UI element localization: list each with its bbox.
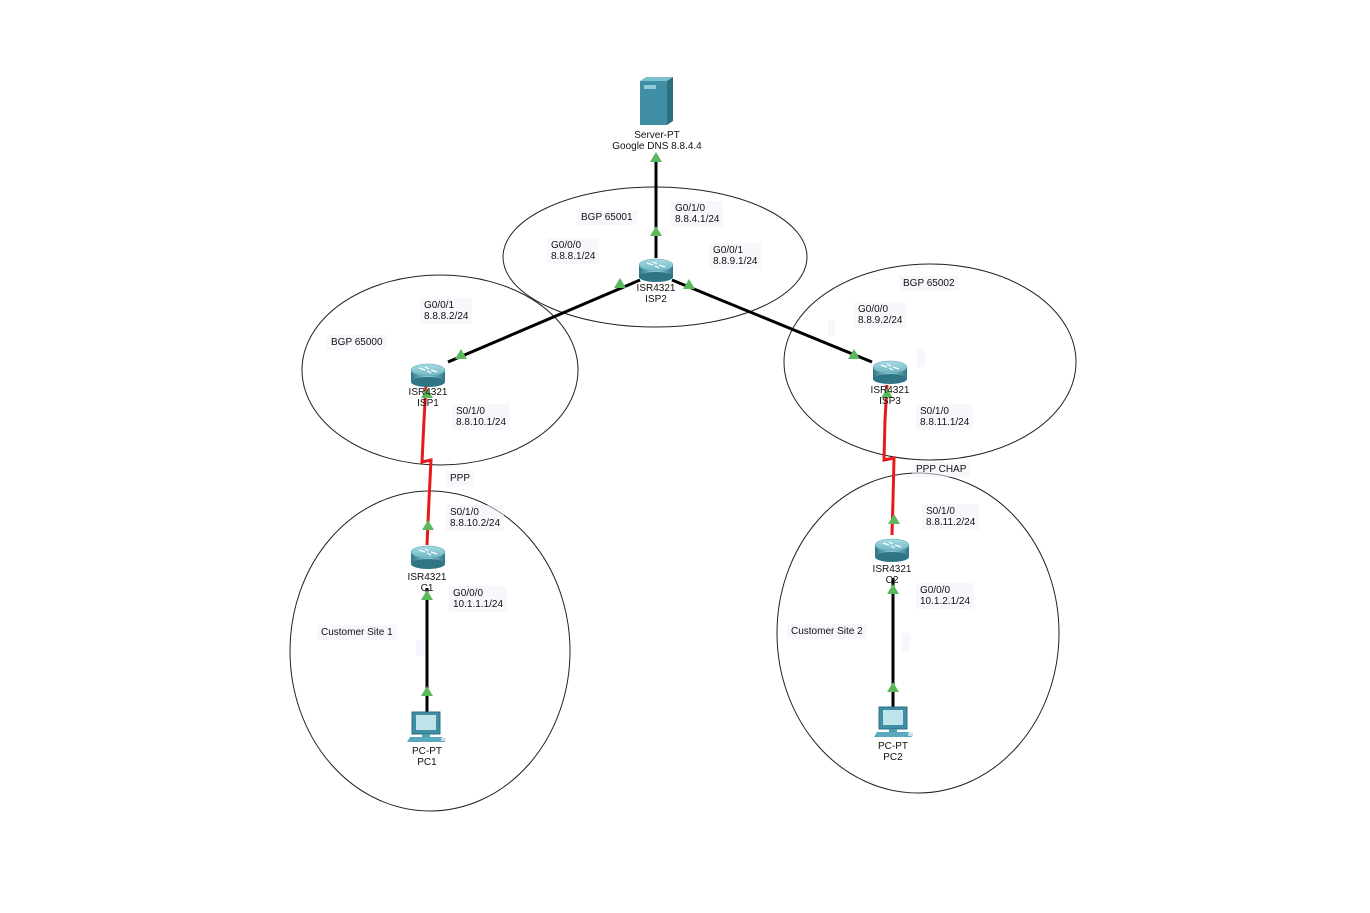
iface-ip: 8.8.8.2/24 [424, 311, 469, 322]
iface-port: S0/1/0 [926, 506, 955, 517]
zone-label-bgp65000: BGP 65000 [327, 335, 387, 350]
iface-port: G0/0/0 [551, 240, 582, 251]
device-label-pc2: PC-PT PC2 [878, 741, 908, 763]
iface-port: S0/1/0 [456, 406, 485, 417]
router-icon-isp1[interactable] [410, 363, 446, 388]
device-label-pc1: PC-PT PC1 [412, 746, 442, 768]
device-name: ISP1 [417, 398, 439, 409]
router-icon-c1[interactable] [410, 545, 446, 570]
iface-label-isp3-g000: G0/0/0 8.8.9.2/24 [854, 302, 907, 328]
device-name: C2 [885, 575, 899, 586]
iface-label-isp2-g010: G0/1/0 8.8.4.1/24 [671, 201, 724, 227]
iface-port: G0/1/0 [675, 203, 706, 214]
iface-ip: 8.8.9.2/24 [858, 315, 903, 326]
device-label-c2: ISR4321 C2 [873, 564, 912, 586]
link-up-indicator [614, 278, 626, 288]
empty-label-box [902, 633, 910, 651]
device-name: C1 [420, 583, 434, 594]
device-model: ISR4321 [407, 572, 447, 583]
device-model: PC-PT [412, 746, 442, 757]
device-name: Google DNS 8.8.4.4 [612, 141, 702, 152]
link-isp3-c2-serial[interactable] [882, 384, 896, 536]
link-isp2-isp1[interactable] [447, 278, 641, 364]
device-model: ISR4321 [408, 387, 448, 398]
iface-port: S0/1/0 [920, 406, 949, 417]
link-up-indicator [887, 682, 899, 692]
iface-ip: 8.8.11.1/24 [920, 417, 970, 428]
link-up-indicator [422, 520, 434, 530]
link-up-indicator [888, 514, 900, 524]
device-model: ISR4321 [872, 564, 912, 575]
empty-label-box [828, 320, 835, 336]
device-name: PC2 [883, 752, 903, 763]
iface-ip: 8.8.10.2/24 [450, 518, 501, 529]
device-label-isp2: ISR4321 ISP2 [637, 283, 676, 305]
device-model: ISR4321 [636, 283, 676, 294]
device-label-isp1: ISR4321 ISP1 [409, 387, 448, 409]
device-model: PC-PT [878, 741, 908, 752]
iface-port: G0/0/0 [920, 585, 951, 596]
device-name: PC1 [417, 757, 437, 768]
device-name: ISP3 [879, 396, 901, 407]
iface-label-c2-g000: G0/0/0 10.1.2.1/24 [916, 583, 975, 609]
device-model: ISR4321 [870, 385, 910, 396]
iface-label-isp2-g001: G0/0/1 8.8.9.1/24 [709, 243, 762, 269]
iface-ip: 8.8.9.1/24 [713, 256, 758, 267]
device-label-isp3: ISR4321 ISP3 [871, 385, 910, 407]
server-icon[interactable] [640, 77, 673, 125]
pc-icon-pc1[interactable] [406, 711, 447, 743]
iface-label-isp3-s010: S0/1/0 8.8.11.1/24 [916, 404, 974, 430]
zone-label-site1: Customer Site 1 [317, 625, 397, 640]
link-up-indicator [650, 152, 662, 162]
zone-label-bgp65002: BGP 65002 [899, 276, 959, 291]
iface-ip: 8.8.8.1/24 [551, 251, 596, 262]
link-label-ppp: PPP [446, 471, 475, 486]
zone-bgp65000-boundary [301, 274, 579, 466]
iface-label-isp1-g001: G0/0/1 8.8.8.2/24 [420, 298, 473, 324]
iface-label-c1-g000: G0/0/0 10.1.1.1/24 [449, 586, 508, 612]
router-icon-isp2[interactable] [638, 258, 674, 283]
empty-label-box [917, 349, 925, 367]
device-model: Server-PT [634, 130, 680, 141]
iface-ip: 8.8.11.2/24 [926, 517, 976, 528]
iface-ip: 10.1.1.1/24 [453, 599, 504, 610]
device-label-server: Server-PT Google DNS 8.8.4.4 [612, 130, 702, 152]
zone-label-site2: Customer Site 2 [787, 624, 867, 639]
iface-ip: 10.1.2.1/24 [920, 596, 971, 607]
device-name: ISP2 [645, 294, 667, 305]
empty-label-box [416, 640, 425, 656]
router-icon-isp3[interactable] [872, 360, 908, 385]
iface-ip: 8.8.10.1/24 [456, 417, 507, 428]
iface-label-isp1-s010: S0/1/0 8.8.10.1/24 [452, 404, 511, 430]
device-label-c1: ISR4321 C1 [408, 572, 447, 594]
link-label-ppp-chap: PPP CHAP [912, 462, 971, 477]
pc-icon-pc2[interactable] [873, 706, 914, 738]
iface-port: G0/0/1 [713, 245, 744, 256]
iface-port: G0/0/1 [424, 300, 455, 311]
iface-label-isp2-g000: G0/0/0 8.8.8.1/24 [547, 238, 600, 264]
iface-port: G0/0/0 [453, 588, 484, 599]
link-up-indicator [421, 686, 433, 696]
iface-label-c2-s010: S0/1/0 8.8.11.2/24 [922, 504, 980, 530]
zone-label-bgp65001: BGP 65001 [577, 210, 637, 225]
iface-label-c1-s010: S0/1/0 8.8.10.2/24 [446, 505, 505, 531]
zone-bgp65002-boundary [783, 263, 1077, 461]
router-icon-c2[interactable] [874, 538, 910, 563]
iface-ip: 8.8.4.1/24 [675, 214, 720, 225]
link-up-indicator [650, 226, 662, 236]
link-isp2-isp3[interactable] [671, 278, 873, 364]
iface-port: S0/1/0 [450, 507, 479, 518]
iface-port: G0/0/0 [858, 304, 889, 315]
link-isp1-c1-serial[interactable] [420, 384, 433, 546]
